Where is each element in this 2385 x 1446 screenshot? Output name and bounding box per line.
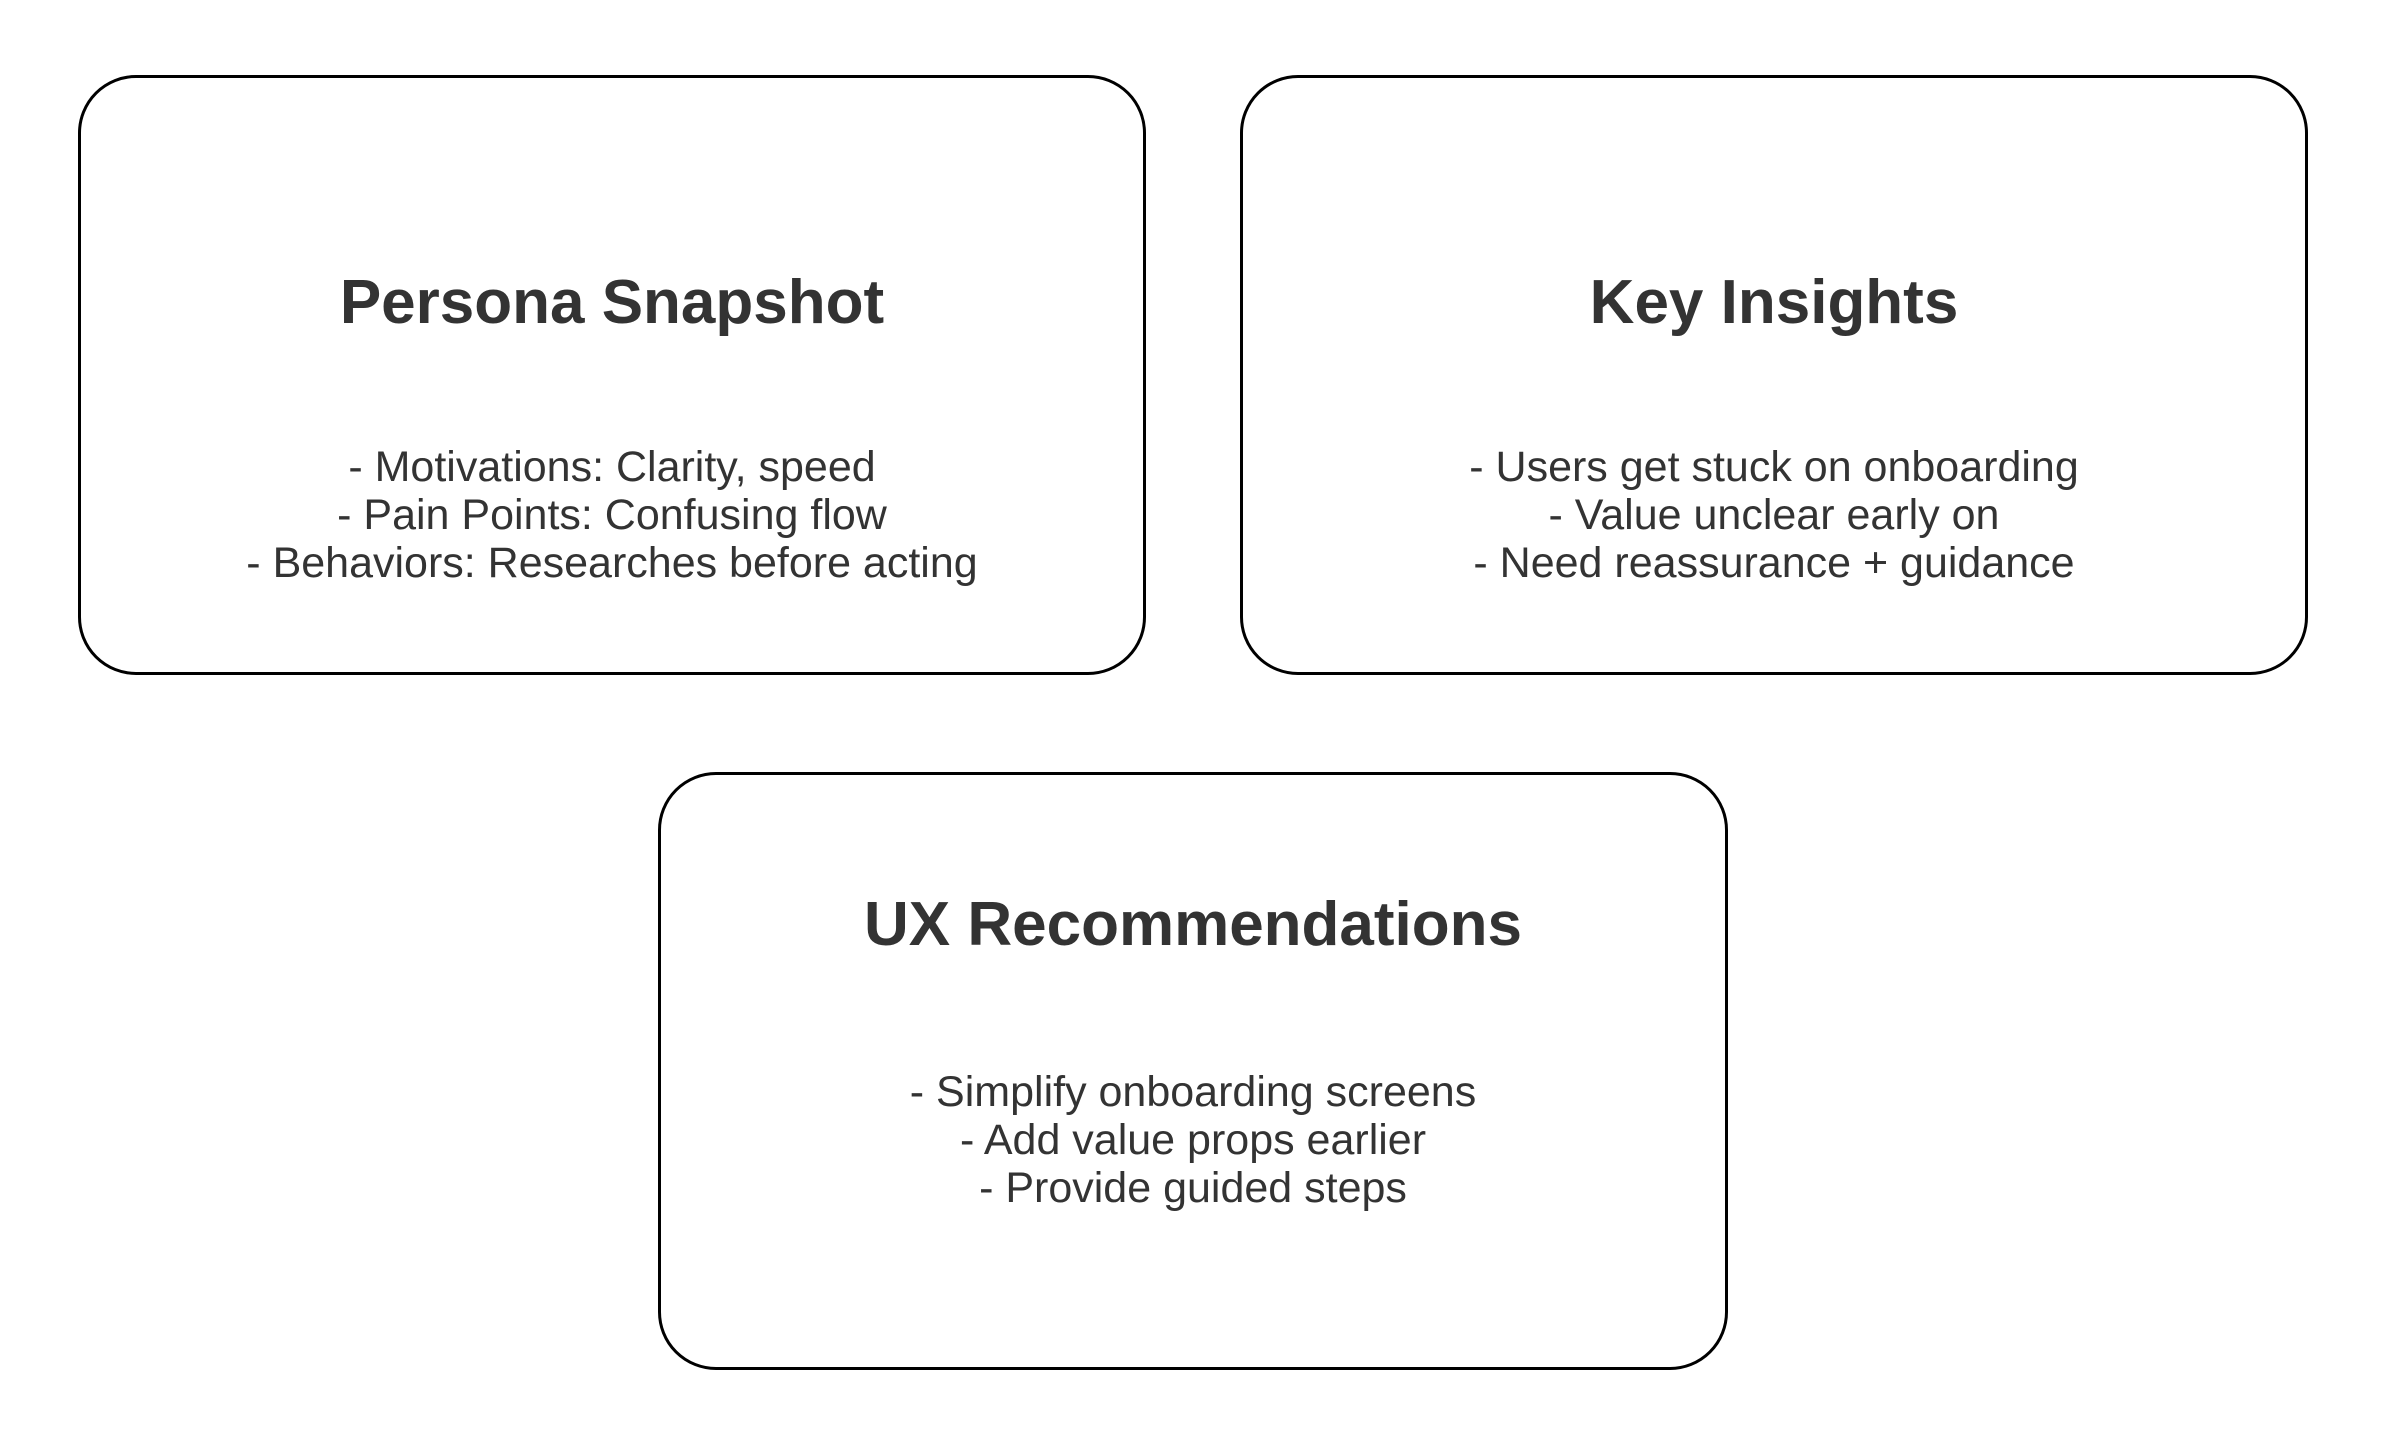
ux-recommendations-bullets: - Simplify onboarding screens - Add valu… (661, 1068, 1725, 1212)
key-insights-title: Key Insights (1589, 268, 1959, 337)
persona-snapshot-title: Persona Snapshot (339, 268, 885, 337)
bullet-item: - Provide guided steps (979, 1164, 1407, 1212)
persona-snapshot-bullets: - Motivations: Clarity, speed - Pain Poi… (81, 443, 1143, 587)
bullet-item: - Add value props earlier (959, 1116, 1427, 1164)
bullet-item: - Users get stuck on onboarding (1469, 443, 2079, 491)
bullet-item: - Value unclear early on (1548, 491, 2000, 539)
bullet-item: - Simplify onboarding screens (909, 1068, 1477, 1116)
persona-snapshot-card: Persona Snapshot - Motivations: Clarity,… (78, 75, 1146, 675)
ux-recommendations-title: UX Recommendations (863, 890, 1523, 959)
bullet-item: - Behaviors: Researches before acting (246, 539, 978, 587)
key-insights-card: Key Insights - Users get stuck on onboar… (1240, 75, 2308, 675)
bullet-item: - Need reassurance + guidance (1473, 539, 2075, 587)
bullet-item: - Pain Points: Confusing flow (337, 491, 887, 539)
key-insights-bullets: - Users get stuck on onboarding - Value … (1243, 443, 2305, 587)
ux-recommendations-card: UX Recommendations - Simplify onboarding… (658, 772, 1728, 1370)
bullet-item: - Motivations: Clarity, speed (348, 443, 876, 491)
